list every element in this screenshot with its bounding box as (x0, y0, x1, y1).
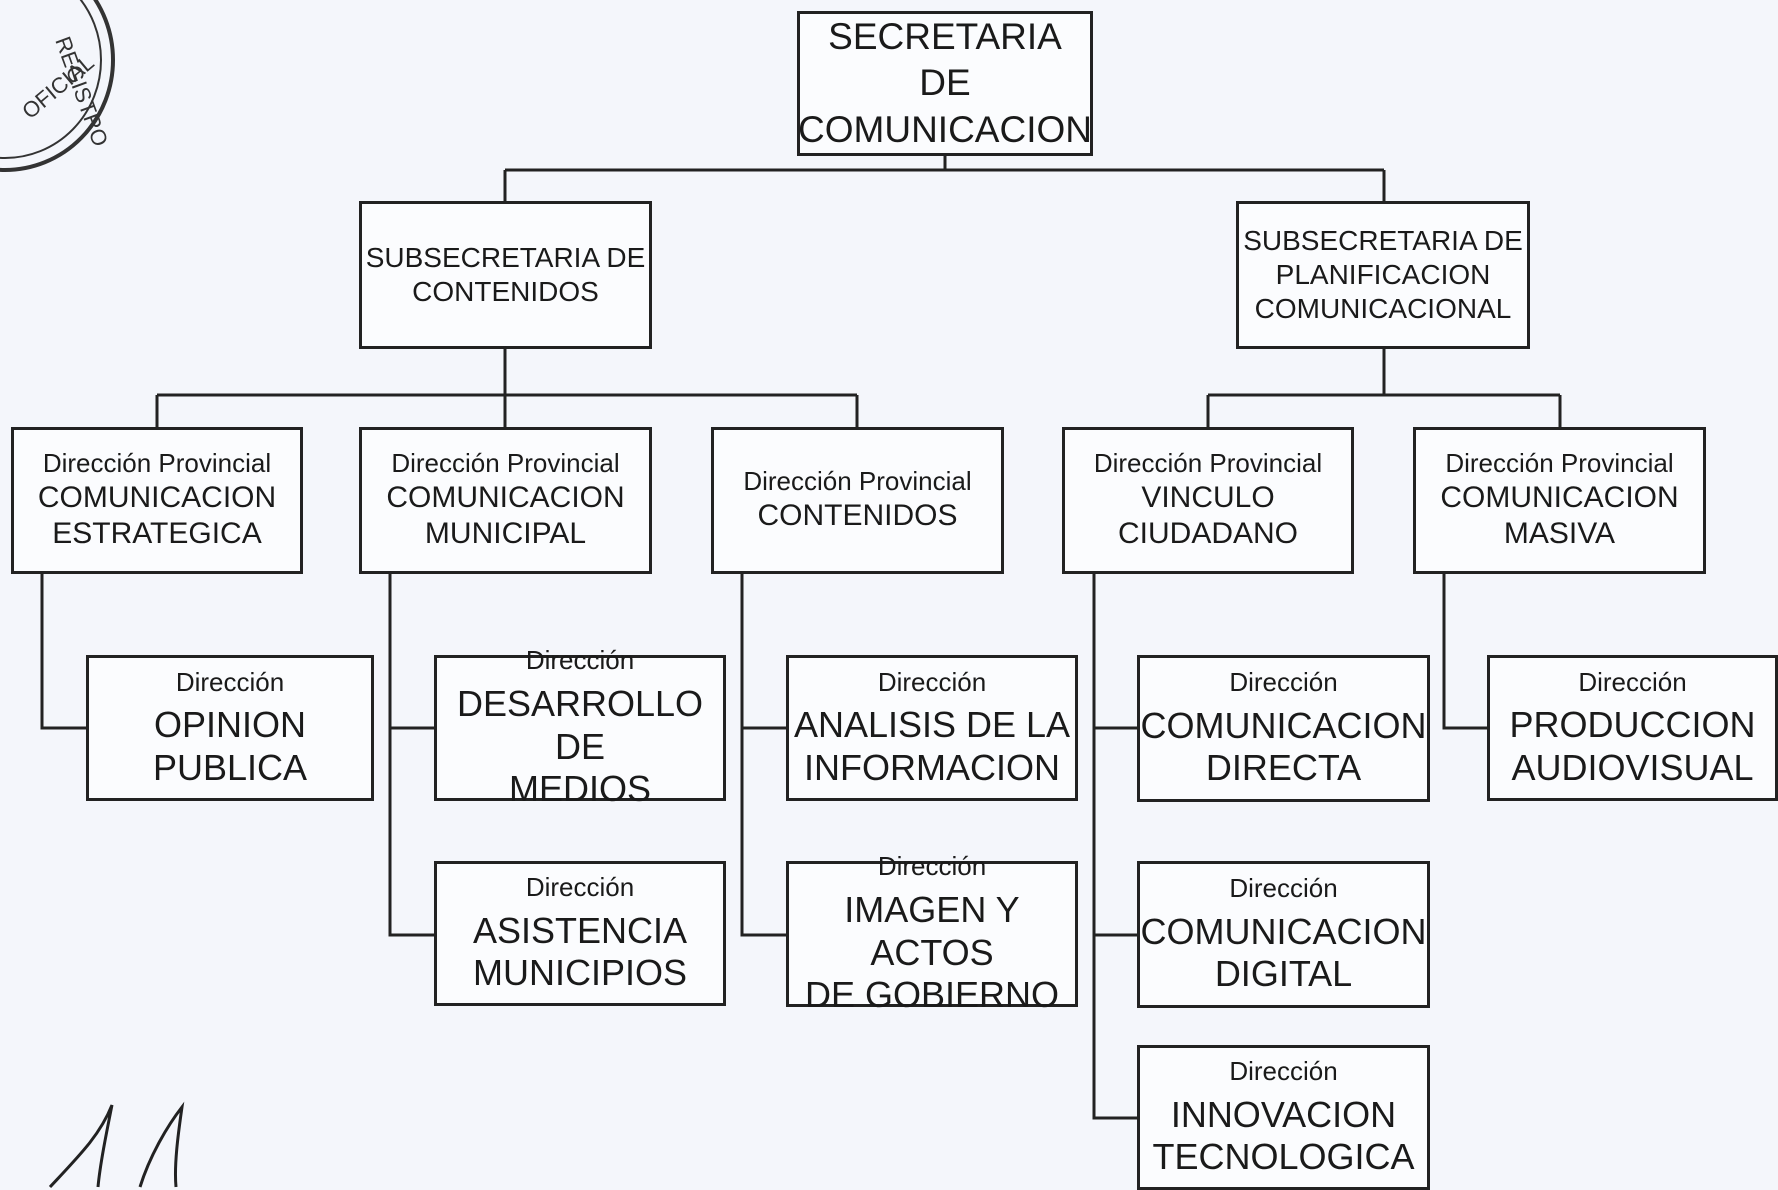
dir-box-comunicacion-directa: Dirección COMUNICACION DIRECTA (1137, 655, 1430, 802)
dir-name-line2: DIGITAL (1214, 953, 1353, 995)
dir-title: Dirección (1578, 666, 1687, 697)
dir-box-produccion-audiovisual: Dirección PRODUCCION AUDIOVISUAL (1487, 655, 1778, 801)
prov-name-line2: MUNICIPAL (424, 517, 587, 551)
prov-name-line2: CIUDADANO (1117, 517, 1298, 551)
dir-name-line1: ASISTENCIA (472, 909, 688, 951)
prov-name-line1: CONTENIDOS (757, 499, 958, 533)
dir-name-line1: OPINION (153, 704, 306, 746)
prov-name-line1: COMUNICACION (386, 480, 625, 514)
prov-box-contenidos: Dirección Provincial CONTENIDOS (711, 427, 1004, 574)
prov-box-comunicacion-estrategica: Dirección Provincial COMUNICACION ESTRAT… (11, 427, 303, 574)
prov-box-comunicacion-masiva: Dirección Provincial COMUNICACION MASIVA (1413, 427, 1706, 574)
root-line1: SECRETARIA DE (828, 16, 1062, 104)
dir-name-line1: DESARROLLO DE (456, 683, 704, 767)
dir-name-line2: MUNICIPIOS (472, 952, 687, 994)
sub-box-contenidos: SUBSECRETARIA DE CONTENIDOS (359, 201, 652, 349)
prov-name-line2: ESTRATEGICA (52, 517, 262, 551)
dir-name-line2: MEDIOS (508, 768, 651, 810)
dir-name-line1: ANALISIS DE LA (793, 704, 1071, 746)
sub-planificacion-line1: SUBSECRETARIA DE (1243, 224, 1523, 256)
prov-title: Dirección Provincial (1093, 448, 1323, 479)
official-seal-icon: REGISTRO OFICIAL ✲ (0, 0, 115, 172)
dir-title: Dirección (877, 666, 987, 697)
dir-name-line2: PUBLICA (152, 746, 308, 788)
dir-box-desarrollo-de-medios: Dirección DESARROLLO DE MEDIOS (434, 645, 726, 809)
prov-name-line2: MASIVA (1503, 517, 1616, 551)
dir-box-analisis-de-la-informacion: Dirección ANALISIS DE LA INFORMACION (786, 655, 1078, 801)
dir-title: Dirección (525, 872, 635, 903)
prov-title: Dirección Provincial (1445, 448, 1674, 479)
dir-name-line1: INNOVACION (1170, 1093, 1397, 1135)
dir-name-line1: COMUNICACION (1140, 704, 1427, 746)
dir-box-opinion-publica: Dirección OPINION PUBLICA (86, 655, 374, 801)
sub-box-planificacion: SUBSECRETARIA DE PLANIFICACION COMUNICAC… (1236, 201, 1530, 349)
dir-name-line2: DE GOBIERNO (804, 974, 1060, 1016)
sub-planificacion-line3: COMUNICACIONAL (1254, 293, 1512, 325)
dir-name-line2: AUDIOVISUAL (1511, 746, 1754, 788)
dir-box-comunicacion-digital: Dirección COMUNICACION DIGITAL (1137, 861, 1430, 1008)
sub-planificacion-line2: PLANIFICACION (1275, 258, 1491, 290)
prov-name-line1: COMUNICACION (1440, 480, 1679, 514)
dir-title: Dirección (525, 645, 635, 676)
dir-title: Dirección (1229, 1056, 1338, 1087)
dir-title: Dirección (877, 851, 987, 882)
dir-box-imagen-y-actos-de-gobierno: Dirección IMAGEN Y ACTOS DE GOBIERNO (786, 851, 1078, 1015)
dir-name-line2: INFORMACION (804, 746, 1060, 788)
dir-name-line1: PRODUCCION (1509, 704, 1756, 746)
dir-name-line1: IMAGEN Y ACTOS (844, 889, 1020, 973)
dir-box-asistencia-municipios: Dirección ASISTENCIA MUNICIPIOS (434, 861, 726, 1006)
dir-title: Dirección (1229, 873, 1338, 904)
dir-name-line2: TECNOLOGICA (1152, 1136, 1415, 1178)
dir-name-line1: COMUNICACION (1140, 910, 1427, 952)
sub-contenidos-line1: SUBSECRETARIA DE (365, 241, 646, 273)
prov-box-vinculo-ciudadano: Dirección Provincial VINCULO CIUDADANO (1062, 427, 1354, 574)
dir-title: Dirección (175, 666, 285, 697)
signature-icon (48, 1101, 185, 1189)
root-box-secretaria: SECRETARIA DE COMUNICACION (797, 11, 1093, 156)
sub-contenidos-line2: CONTENIDOS (412, 276, 599, 307)
prov-title: Dirección Provincial (743, 466, 972, 497)
dir-title: Dirección (1229, 667, 1338, 698)
prov-box-comunicacion-municipal: Dirección Provincial COMUNICACION MUNICI… (359, 427, 652, 574)
prov-name-line1: COMUNICACION (37, 480, 277, 514)
dir-box-innovacion-tecnologica: Dirección INNOVACION TECNOLOGICA (1137, 1045, 1430, 1190)
prov-title: Dirección Provincial (42, 448, 272, 479)
dir-name-line2: DIRECTA (1205, 747, 1362, 789)
prov-name-line1: VINCULO (1141, 480, 1275, 514)
root-line2: COMUNICACION (798, 108, 1092, 150)
prov-title: Dirección Provincial (391, 448, 620, 479)
